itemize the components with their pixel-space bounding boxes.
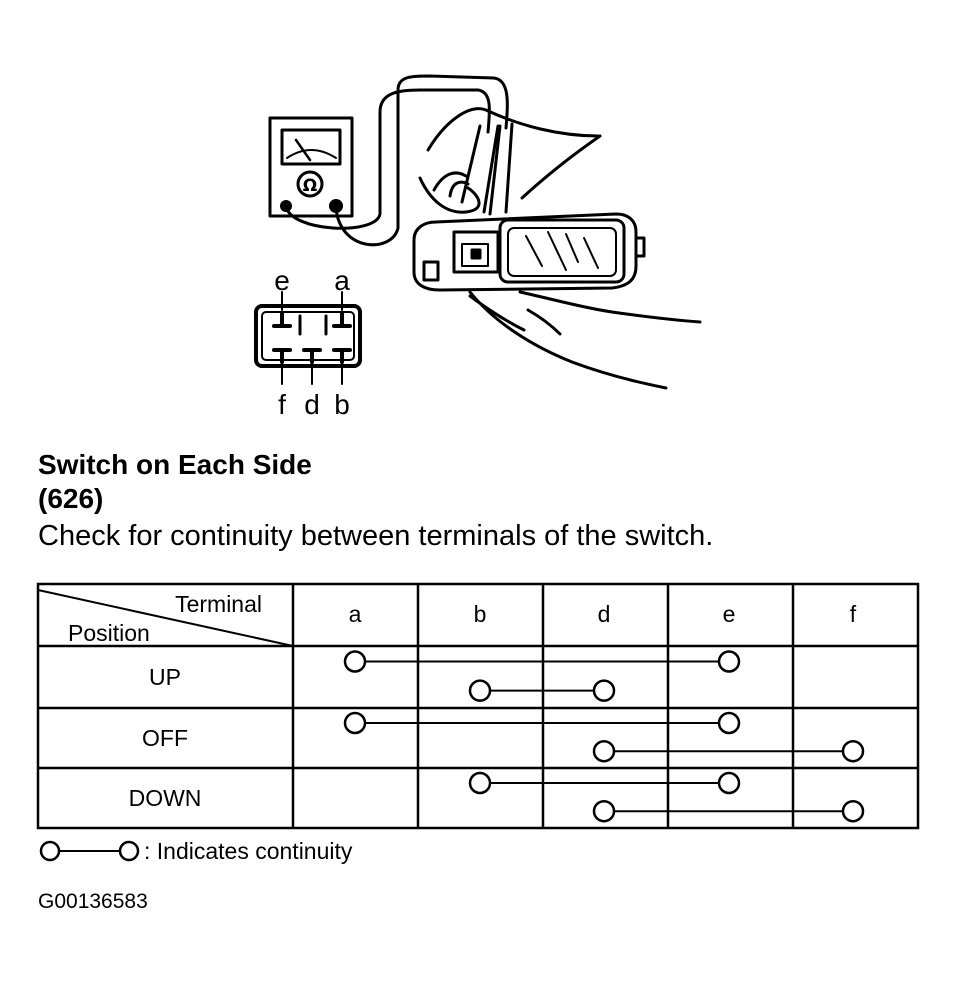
model-code: (626) — [38, 483, 104, 514]
continuity-down-d-f — [592, 799, 865, 823]
section-heading: Switch on Each Side — [38, 449, 312, 480]
position-label-up: UP — [149, 664, 181, 690]
corner-label-position: Position — [68, 620, 150, 646]
continuity-off-a-e — [343, 711, 741, 735]
corner-label-terminal: Terminal — [175, 591, 262, 617]
connector-label-b: b — [334, 389, 350, 420]
position-label-off: OFF — [142, 725, 188, 751]
continuity-table: Terminal Position a b d e f UP OFF DOWN — [36, 582, 920, 830]
ohmmeter-dial — [280, 128, 342, 166]
connector-outline — [254, 304, 362, 368]
test-lead-2 — [334, 74, 509, 247]
continuity-symbol — [39, 840, 140, 862]
legend-text: : Indicates continuity — [144, 837, 353, 864]
continuity-down-b-e — [468, 771, 741, 795]
legend: : Indicates continuity — [38, 836, 352, 866]
connector-label-d: d — [304, 389, 320, 420]
upper-hand — [418, 107, 602, 214]
continuity-off-d-f — [592, 739, 865, 763]
table-grid — [36, 582, 920, 830]
instruction-text: Check for continuity between terminals o… — [38, 520, 714, 552]
terminal-header-a: a — [349, 601, 362, 627]
terminal-header-f: f — [850, 601, 857, 627]
continuity-up-b-d — [468, 679, 616, 702]
position-label-down: DOWN — [129, 785, 202, 811]
connector-label-f: f — [278, 389, 286, 420]
ohmmeter-body — [268, 116, 354, 218]
terminal-header-e: e — [723, 601, 736, 627]
ohm-icon — [296, 170, 324, 198]
connector-label-e: e — [274, 265, 290, 296]
switch-housing — [412, 212, 638, 292]
svg-text:Ω: Ω — [303, 176, 317, 196]
connector-label-a: a — [334, 265, 350, 296]
terminal-header-d: d — [598, 601, 611, 627]
lower-hand — [468, 290, 702, 390]
test-lead-1 — [284, 88, 491, 230]
continuity-up-a-e — [343, 650, 741, 673]
figure-id: G00136583 — [38, 890, 148, 913]
corner-diagonal — [37, 589, 294, 647]
terminal-header-b: b — [474, 601, 487, 627]
ohmmeter-illustration: Ω — [254, 74, 702, 420]
